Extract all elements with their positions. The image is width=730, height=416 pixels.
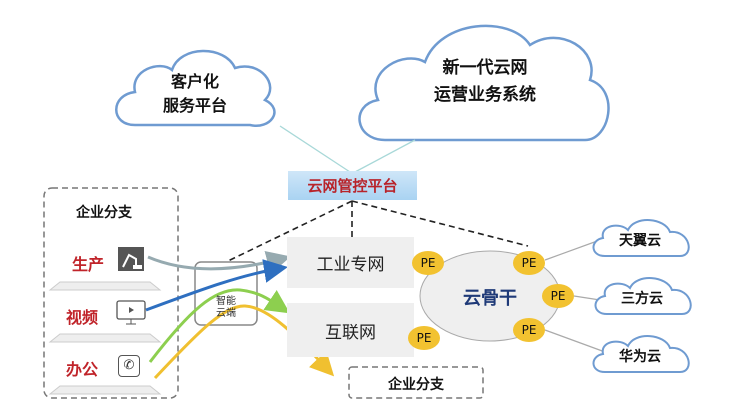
row-label-office: 办公 (66, 360, 99, 379)
cloud-label: 客户化 (170, 72, 219, 91)
customer-platform-cloud: 客户化 服务平台 (140, 70, 250, 118)
pe-node: PE (513, 318, 545, 342)
cloud-label: 新一代云网 (442, 58, 528, 78)
pe-node: PE (412, 251, 444, 275)
internet-box[interactable]: 互联网 (287, 303, 414, 357)
industrial-network-box[interactable]: 工业专网 (287, 237, 414, 288)
cloud-label: 服务平台 (162, 96, 227, 115)
smart-edge-line: 智能 (216, 296, 236, 307)
smart-edge-line: 云端 (216, 308, 236, 319)
operations-system-cloud: 新一代云网 运营业务系统 (415, 55, 555, 109)
remote-branch-label: 企业分支 (388, 377, 444, 393)
row-label-video: 视频 (66, 308, 99, 327)
cloud-label: 运营业务系统 (434, 85, 536, 105)
row-label-production: 生产 (72, 255, 105, 274)
pe-node: PE (408, 326, 440, 350)
robot-arm-icon (118, 247, 144, 271)
cloud-shape (115, 49, 276, 128)
branch-title: 企业分支 (76, 205, 132, 221)
control-platform[interactable]: 云网管控平台 (288, 171, 417, 200)
pe-node: PE (513, 251, 545, 275)
phone-icon: ✆ (118, 355, 140, 377)
pe-node: PE (542, 284, 574, 308)
monitor-play-icon (116, 300, 146, 325)
cloud-third-party[interactable]: 三方云 (621, 291, 663, 307)
backbone-label: 云骨干 (463, 288, 517, 309)
cloud-shape (358, 24, 610, 142)
cloud-tianyi[interactable]: 天翼云 (619, 233, 661, 249)
smart-edge-label: 智能 云端 (195, 296, 257, 320)
cloud-huawei[interactable]: 华为云 (619, 349, 661, 365)
